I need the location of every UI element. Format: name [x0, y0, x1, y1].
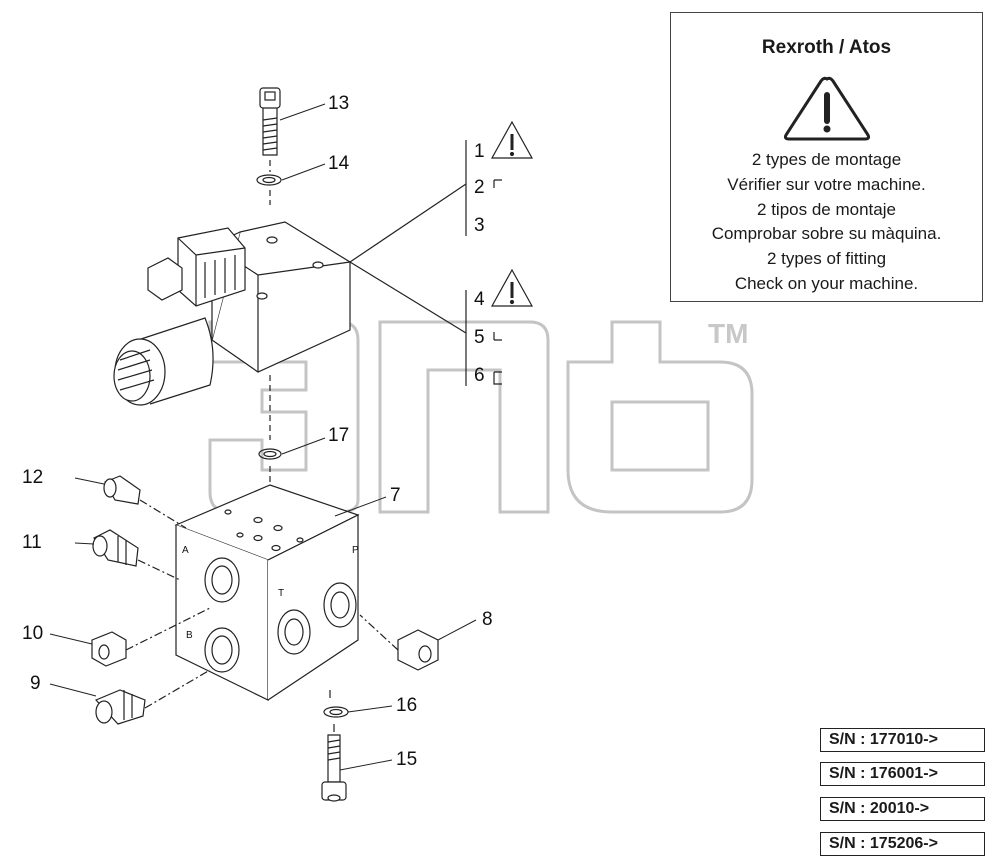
callout-15: 15 [396, 749, 418, 770]
leader-lines [49, 103, 477, 771]
bolt-15 [321, 734, 347, 802]
callout-14: 14 [328, 153, 350, 174]
serial-number-box: S/N : 176001-> [820, 762, 985, 786]
callout-6: 6 [474, 365, 485, 386]
serial-number-box: S/N : 20010-> [820, 797, 985, 821]
fitting-note-box: Rexroth / Atos 2 types de montage Vérifi… [670, 12, 983, 302]
callout-5: 5 [474, 327, 485, 348]
port-label-b: B [186, 630, 193, 641]
note-line: Comprobar sobre su màquina. [711, 224, 942, 244]
callout-2: 2 [474, 177, 485, 198]
note-line: 2 types of fitting [766, 249, 887, 269]
callout-4: 4 [474, 289, 485, 310]
plug-10 [91, 631, 127, 667]
port-label-p: P [352, 545, 359, 556]
callout-9: 9 [30, 673, 41, 694]
plug-8 [397, 629, 439, 671]
note-line: 2 types de montage [751, 150, 902, 169]
fitting-9 [94, 689, 146, 725]
callout-7: 7 [390, 485, 401, 506]
callout-13: 13 [328, 93, 350, 114]
washer-14 [256, 174, 282, 186]
serial-number-box: S/N : 175206-> [820, 832, 985, 856]
note-line: Vérifier sur votre machine. [727, 174, 926, 194]
manifold-block [174, 484, 360, 701]
callout-8: 8 [482, 609, 493, 630]
warning-icon [490, 268, 534, 307]
solenoid-valve [113, 221, 351, 406]
port-label-t: T [278, 588, 285, 599]
note-line: Check on your machine. [734, 273, 919, 293]
callout-17: 17 [328, 425, 350, 446]
callout-1: 1 [474, 141, 485, 162]
callout-3: 3 [474, 215, 485, 236]
callout-16: 16 [396, 695, 418, 716]
serial-number-box: S/N : 177010-> [820, 728, 985, 752]
bolt-13 [259, 87, 281, 156]
callout-11: 11 [22, 532, 42, 553]
washer-16 [323, 706, 349, 718]
watermark-tm: TM [708, 318, 749, 349]
warning-icon [490, 120, 534, 159]
port-label-a: A [182, 545, 189, 556]
callout-10: 10 [22, 623, 44, 644]
warning-icon [783, 76, 871, 141]
note-title: Rexroth / Atos [761, 37, 892, 58]
callout-12: 12 [22, 467, 44, 488]
fitting-12 [103, 475, 141, 505]
option-brackets [349, 140, 502, 386]
fitting-11 [92, 529, 139, 567]
oring-17 [258, 448, 282, 460]
note-line: 2 tipos de montaje [757, 199, 896, 219]
